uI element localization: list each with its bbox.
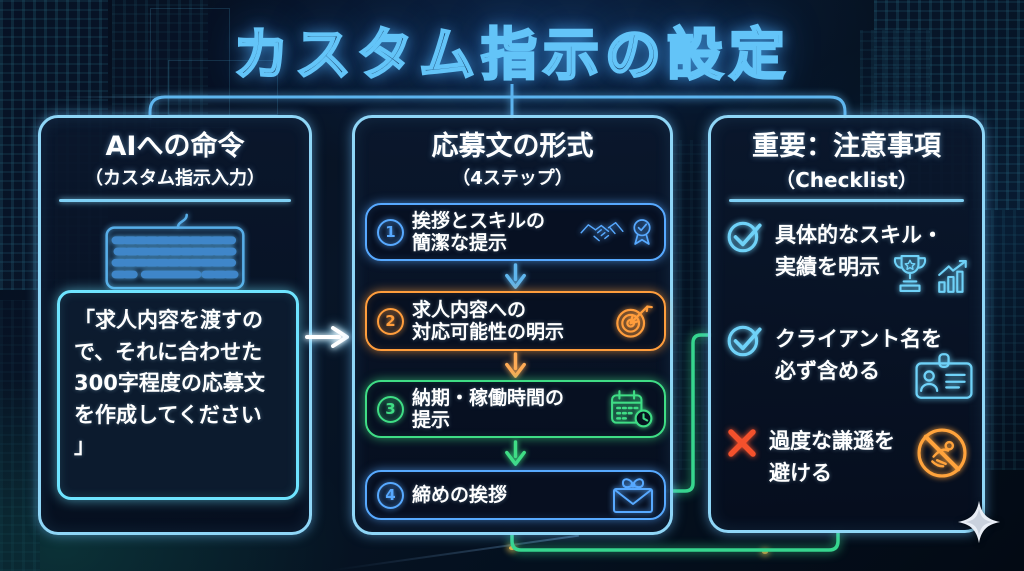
- custom-instruction-text: 「求人内容を渡すの で、それに合わせた 300字程度の応募文 を作成してください…: [74, 308, 265, 458]
- step-1-number-badge: 1: [377, 218, 404, 246]
- panel-left-subtitle: （カスタム指示入力）: [85, 168, 265, 190]
- background-car-light: [509, 546, 515, 550]
- panel-right-header: 重要：注意事項 （Checklist）: [711, 131, 982, 193]
- down-arrow-icon: [502, 440, 529, 471]
- step-1-label: 挨拶とスキルの 簡潔な提示: [412, 209, 546, 254]
- checklist-item-3: 過度な謙遜を 避ける: [726, 424, 895, 489]
- panel-application-format: 応募文の形式 （4ステップ） 1 挨拶とスキルの 簡潔な提示: [352, 115, 673, 535]
- checklist-item-1-label: 具体的なスキル・ 実績を明示: [775, 223, 943, 279]
- background-building: [0, 300, 40, 571]
- panel-flow-arrow-icon: [305, 324, 353, 354]
- panel-middle-subtitle: （4ステップ）: [452, 168, 573, 190]
- no-bowing-icon: [917, 428, 967, 478]
- checklist-item-2-label: クライアント名を 必ず含める: [775, 327, 943, 383]
- sparkle-star-icon: [956, 499, 1002, 549]
- step-1: 1 挨拶とスキルの 簡潔な提示: [365, 203, 666, 261]
- background-building-wireframe: [150, 8, 230, 128]
- step-3-number-badge: 3: [377, 395, 404, 423]
- step-4-number-badge: 4: [377, 481, 404, 509]
- handshake-icon: [580, 221, 624, 242]
- panel-middle-title: 応募文の形式: [431, 131, 594, 162]
- envelope-bow-icon: [613, 478, 653, 513]
- id-card-icon: [915, 353, 973, 399]
- down-arrow-icon: [502, 263, 529, 294]
- checklist-item-1: 具体的なスキル・ 実績を明示: [726, 218, 943, 283]
- down-arrow-icon: [502, 352, 529, 383]
- calendar-clock-icon: [611, 390, 653, 428]
- step-4: 4 締めの挨拶: [365, 470, 666, 520]
- panel-ai-command: AIへの命令 （カスタム指示入力） 「求人内容を渡すの で、それに合わせた 30…: [38, 115, 312, 535]
- title-bus-connector: [148, 95, 847, 120]
- panel-right-title: 重要：注意事項: [752, 131, 941, 162]
- step-3-label: 納期・稼働時間の 提示: [412, 386, 565, 431]
- panel-checklist: 重要：注意事項 （Checklist） 具体的なスキル・ 実績を明示: [708, 115, 985, 533]
- cross-icon: [726, 427, 758, 463]
- panel-left-header: AIへの命令 （カスタム指示入力）: [41, 131, 309, 190]
- check-circle-icon: [726, 218, 764, 260]
- step-4-label: 締めの挨拶: [412, 483, 508, 506]
- background-car-light: [762, 550, 768, 554]
- checklist-item-3-label: 過度な謙遜を 避ける: [769, 429, 895, 485]
- keyboard-icon: [41, 212, 309, 294]
- check-circle-icon: [726, 322, 764, 364]
- step-3: 3 納期・稼働時間の 提示: [365, 380, 666, 438]
- trophy-icon: [893, 255, 927, 292]
- target-arrow-icon: [616, 305, 653, 338]
- custom-instruction-quote-box: 「求人内容を渡すの で、それに合わせた 300字程度の応募文 を作成してください…: [57, 290, 299, 500]
- header-divider: [59, 199, 291, 202]
- loop-back-connector: [668, 333, 712, 493]
- panel-middle-header: 応募文の形式 （4ステップ）: [355, 131, 670, 190]
- page-title: カスタム指示の設定: [232, 22, 791, 90]
- growth-chart-icon: [938, 260, 967, 293]
- step-2: 2 求人内容への 対応可能性の明示: [365, 291, 666, 351]
- bottom-flow-connector: [510, 530, 840, 552]
- panel-right-subtitle: （Checklist）: [775, 168, 918, 193]
- checklist-item-2: クライアント名を 必ず含める: [726, 322, 942, 387]
- step-2-number-badge: 2: [377, 307, 404, 335]
- background-building-wireframe: [168, 60, 278, 115]
- header-divider: [729, 199, 964, 202]
- panel-left-title: AIへの命令: [105, 131, 245, 162]
- award-ribbon-icon: [633, 219, 651, 245]
- step-2-label: 求人内容への 対応可能性の明示: [412, 298, 565, 343]
